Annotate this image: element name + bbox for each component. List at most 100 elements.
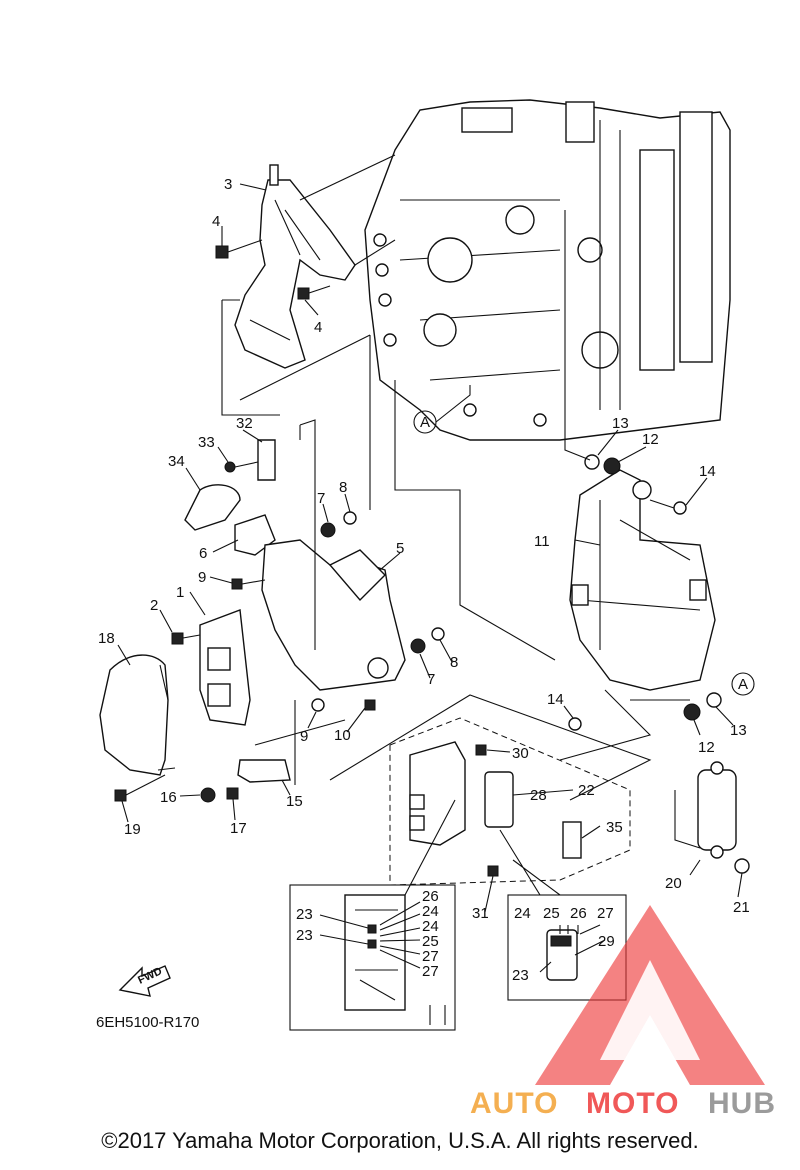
svg-text:32: 32 [236, 415, 253, 432]
svg-text:25: 25 [543, 905, 560, 922]
svg-text:26: 26 [570, 905, 587, 922]
svg-text:7: 7 [427, 671, 435, 688]
svg-text:34: 34 [168, 453, 185, 470]
svg-text:8: 8 [339, 479, 347, 496]
module-part-28 [484, 771, 514, 828]
collar-part-13b [706, 692, 722, 708]
screw-part-17 [226, 787, 239, 800]
ref-marker-a-right: A [731, 672, 755, 696]
svg-text:27: 27 [422, 948, 439, 965]
collar-8b [431, 627, 445, 641]
svg-text:23: 23 [296, 906, 313, 923]
grommet-7b [410, 638, 426, 654]
svg-text:5: 5 [396, 540, 404, 557]
leader-lines [117, 183, 743, 913]
cover-part-18 [99, 654, 176, 776]
grommet-part-12a [603, 457, 621, 475]
svg-text:12: 12 [698, 739, 715, 756]
svg-text:19: 19 [124, 821, 141, 838]
bracket-part-11 [569, 469, 716, 691]
svg-text:22: 22 [578, 782, 595, 799]
svg-text:28: 28 [530, 787, 547, 804]
collar-part-13a [584, 454, 600, 470]
svg-text:15: 15 [286, 793, 303, 810]
screw-part-31 [487, 865, 499, 877]
svg-text:A: A [420, 414, 430, 431]
bolt-part-2 [171, 632, 201, 645]
plate-part-5 [261, 539, 406, 691]
bolt-4-upper [215, 239, 263, 259]
fwd-arrow: FWD [118, 965, 171, 997]
bolt-part-19 [114, 774, 166, 802]
svg-text:1: 1 [176, 584, 184, 601]
svg-text:23: 23 [512, 967, 529, 984]
grommet-part-12b [683, 703, 701, 721]
svg-text:20: 20 [665, 875, 682, 892]
nut-part-16 [200, 787, 216, 803]
diagram-code: 6EH5100-R170 [96, 1014, 199, 1031]
screw-9b [311, 698, 325, 712]
clamp-part-34 [184, 484, 241, 531]
svg-text:14: 14 [699, 463, 716, 480]
svg-text:25: 25 [422, 933, 439, 950]
bracket-part-15 [237, 759, 291, 783]
svg-text:13: 13 [612, 415, 629, 432]
svg-text:7: 7 [317, 490, 325, 507]
grommet-7a [320, 522, 336, 538]
svg-text:29: 29 [598, 933, 615, 950]
svg-text:31: 31 [472, 905, 489, 922]
svg-text:24: 24 [422, 903, 439, 920]
unit-part-20 [697, 761, 737, 859]
svg-text:9: 9 [198, 569, 206, 586]
bolt-part-14b [568, 717, 582, 731]
svg-text:26: 26 [422, 888, 439, 905]
sticker-part-35 [562, 821, 582, 859]
svg-text:17: 17 [230, 820, 247, 837]
screw-part-30 [475, 744, 487, 756]
svg-text:21: 21 [733, 899, 750, 916]
bolt-part-14a [649, 499, 687, 515]
svg-text:8: 8 [450, 654, 458, 671]
ecu-unit [409, 741, 466, 846]
callout-labels: 3 4 4 32 33 34 6 9 1 2 18 7 8 5 7 8 9 10… [98, 176, 750, 984]
engine-block [364, 99, 731, 441]
svg-text:A: A [738, 676, 748, 693]
svg-text:33: 33 [198, 434, 215, 451]
svg-text:11: 11 [534, 533, 550, 550]
svg-text:23: 23 [296, 927, 313, 944]
svg-text:2: 2 [150, 597, 158, 614]
plate-part-32 [257, 439, 276, 481]
unit-part-1 [199, 609, 251, 726]
svg-text:35: 35 [606, 819, 623, 836]
svg-text:10: 10 [334, 727, 351, 744]
svg-text:27: 27 [422, 963, 439, 980]
screw-9a [231, 578, 266, 590]
svg-text:9: 9 [300, 728, 308, 745]
svg-text:30: 30 [512, 745, 529, 762]
svg-text:AUTO: AUTO [470, 1087, 558, 1120]
watermark-logo: AUTO MOTO HUB [470, 905, 775, 1120]
svg-text:27: 27 [597, 905, 614, 922]
screw-10 [364, 699, 376, 711]
svg-text:18: 18 [98, 630, 115, 647]
svg-text:12: 12 [642, 431, 659, 448]
svg-text:24: 24 [514, 905, 531, 922]
inset-left [289, 799, 456, 1031]
svg-text:MOTO: MOTO [586, 1087, 679, 1120]
collar-8a [343, 511, 357, 525]
svg-text:24: 24 [422, 918, 439, 935]
svg-text:3: 3 [224, 176, 232, 193]
copyright-notice: ©2017 Yamaha Motor Corporation, U.S.A. A… [101, 1128, 699, 1153]
svg-text:4: 4 [314, 319, 322, 336]
svg-text:16: 16 [160, 789, 177, 806]
svg-text:14: 14 [547, 691, 564, 708]
bolt-4-lower [297, 285, 331, 300]
svg-text:13: 13 [730, 722, 747, 739]
bracket-part-3 [234, 164, 356, 369]
screw-part-33 [224, 461, 259, 473]
svg-text:4: 4 [212, 213, 220, 230]
screw-part-21 [734, 858, 750, 874]
svg-text:6: 6 [199, 545, 207, 562]
